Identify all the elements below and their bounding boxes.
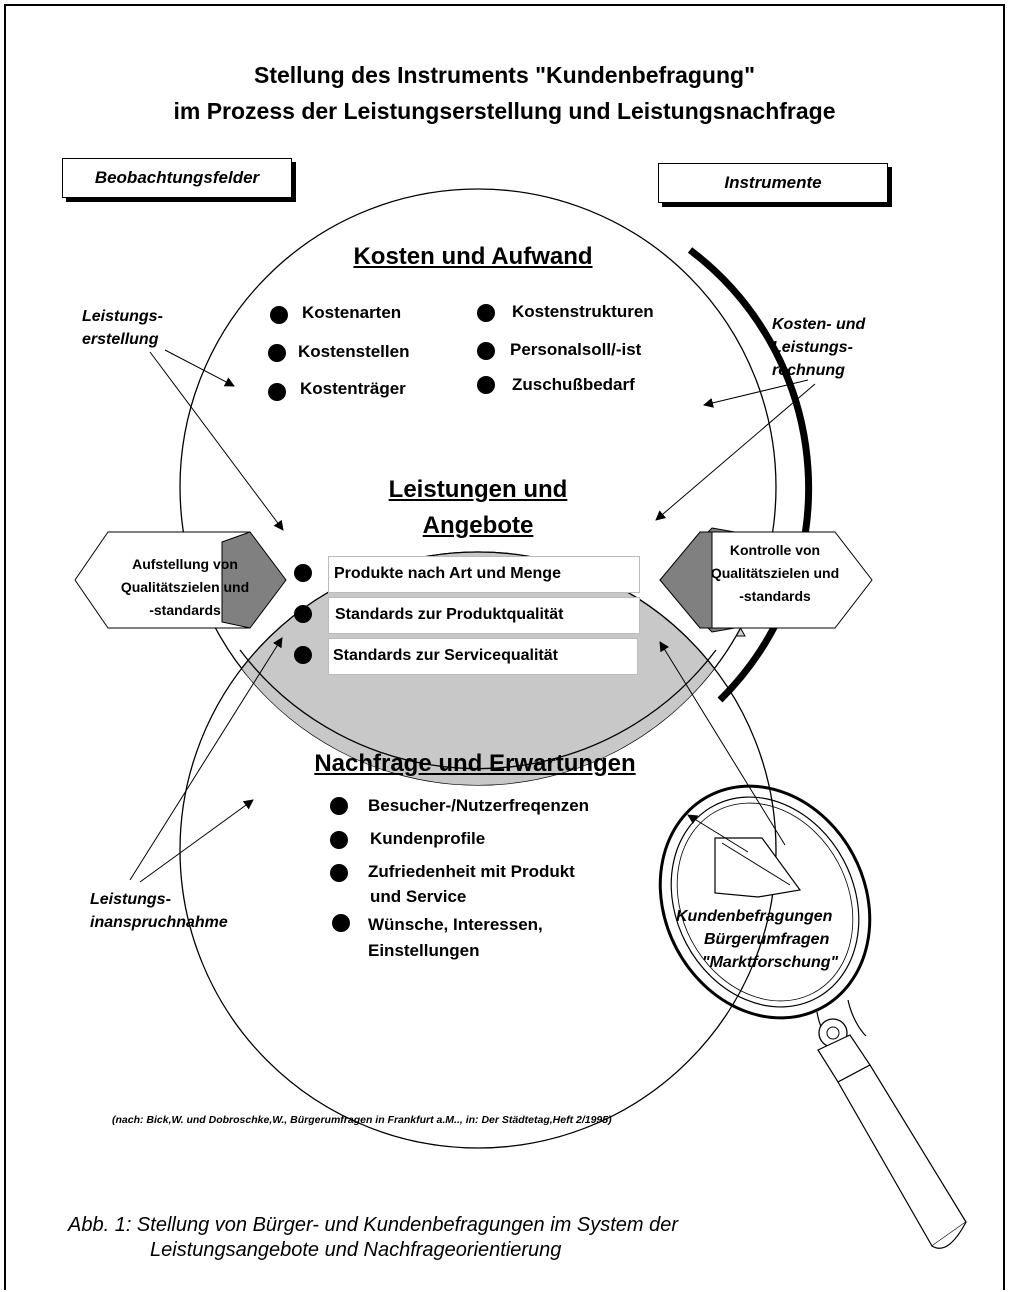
bullet — [268, 383, 286, 401]
arrow-magnifier-up — [659, 641, 786, 846]
top-circle-shadow — [687, 247, 813, 703]
arrow-rechnung-2 — [655, 383, 816, 521]
label-leistungserstellung-1: Leistungs- — [82, 308, 163, 325]
product-item: Standards zur Servicequalität — [333, 647, 558, 664]
bullet — [477, 376, 495, 394]
hex-left-line-2: Qualitätszielen und — [120, 579, 250, 595]
nachfrage-heading: Nachfrage und Erwartungen — [314, 750, 636, 777]
kosten-item: Kostenstrukturen — [512, 302, 654, 321]
product-item: Standards zur Produktqualität — [335, 606, 564, 623]
kosten-item: Kostenstellen — [298, 342, 410, 361]
title-line-1: Stellung des Instruments "Kundenbefragun… — [253, 62, 755, 88]
kosten-item: Zuschußbedarf — [512, 375, 635, 394]
title-line-2: im Prozess der Leistungserstellung und L… — [173, 98, 836, 124]
leistungen-heading-line-1: Leistungen und — [388, 476, 568, 503]
label-kosten-rechnung-1: Kosten- und — [772, 316, 866, 333]
hex-left-line-3: -standards — [149, 602, 221, 618]
product-item-box: Standards zur Produktqualität — [328, 597, 640, 634]
magnifier-label-2: Bürgerumfragen — [704, 931, 830, 948]
product-item: Produkte nach Art und Menge — [334, 565, 561, 582]
survey-form-icon — [714, 837, 802, 898]
bullet — [294, 646, 312, 664]
bullet — [477, 304, 495, 322]
bullet — [477, 342, 495, 360]
nachfrage-item: und Service — [370, 887, 467, 906]
magnifier-label-3: "Marktforschung" — [702, 954, 839, 971]
arrow-erstellung-2 — [149, 351, 284, 531]
arrow-inanspruch-2 — [139, 799, 254, 883]
bullet — [332, 914, 350, 932]
bullet — [330, 864, 348, 882]
citation: (nach: Bick,W. und Dobroschke,W., Bürger… — [112, 1114, 612, 1126]
nachfrage-item: Kundenprofile — [370, 829, 486, 848]
nachfrage-item: Einstellungen — [368, 941, 480, 960]
hex-left-line-1: Aufstellung von — [132, 556, 238, 572]
leistungen-heading-line-2: Angebote — [422, 512, 534, 539]
label-kosten-rechnung-3: rechnung — [772, 362, 845, 379]
bullet — [294, 564, 312, 582]
label-inanspruchnahme-2: inanspruchnahme — [90, 914, 228, 931]
label-kosten-rechnung-2: Leistungs- — [772, 339, 853, 356]
caption-line-2: Leistungsangebote und Nachfrageorientier… — [150, 1239, 562, 1261]
hex-right-line-2: Qualitätszielen und — [710, 565, 840, 581]
arrow-erstellung-1 — [164, 349, 235, 387]
lens-intersection — [180, 551, 776, 785]
nachfrage-item: Wünsche, Interessen, — [368, 915, 543, 934]
hex-right-line-3: -standards — [739, 588, 811, 604]
kosten-item: Personalsoll/-ist — [510, 340, 642, 359]
nachfrage-item: Besucher-/Nutzerfreqenzen — [368, 796, 590, 815]
bullet — [294, 605, 312, 623]
bullet — [330, 797, 348, 815]
product-item-box: Produkte nach Art und Menge — [328, 556, 640, 593]
bullet — [270, 306, 288, 324]
bullet — [330, 831, 348, 849]
nachfrage-item: Zufriedenheit mit Produkt — [368, 862, 575, 881]
instrumente-box: Instrumente — [658, 163, 888, 203]
arrow-rechnung-1 — [703, 379, 809, 408]
kosten-item: Kostenarten — [302, 303, 402, 322]
kosten-heading: Kosten und Aufwand — [353, 243, 593, 270]
magnifier-label-1: Kundenbefragungen — [676, 908, 833, 925]
product-item-box: Standards zur Servicequalität — [328, 638, 638, 675]
label-inanspruchnahme-1: Leistungs- — [90, 891, 171, 908]
page-frame — [4, 4, 1005, 1290]
label-leistungserstellung-2: erstellung — [82, 331, 159, 348]
bullet — [268, 344, 286, 362]
kosten-item: Kostenträger — [300, 379, 406, 398]
magnifying-glass-icon — [658, 784, 967, 1249]
left-hexagon-dark-tip — [221, 531, 287, 629]
caption-line-1: Abb. 1: Stellung von Bürger- und Kundenb… — [68, 1214, 679, 1236]
hex-right-line-1: Kontrolle von — [729, 542, 821, 558]
arrow-magnifier-left — [687, 814, 749, 853]
arrow-inanspruch-1 — [129, 637, 283, 881]
beobachtungsfelder-box: Beobachtungsfelder — [62, 158, 292, 198]
